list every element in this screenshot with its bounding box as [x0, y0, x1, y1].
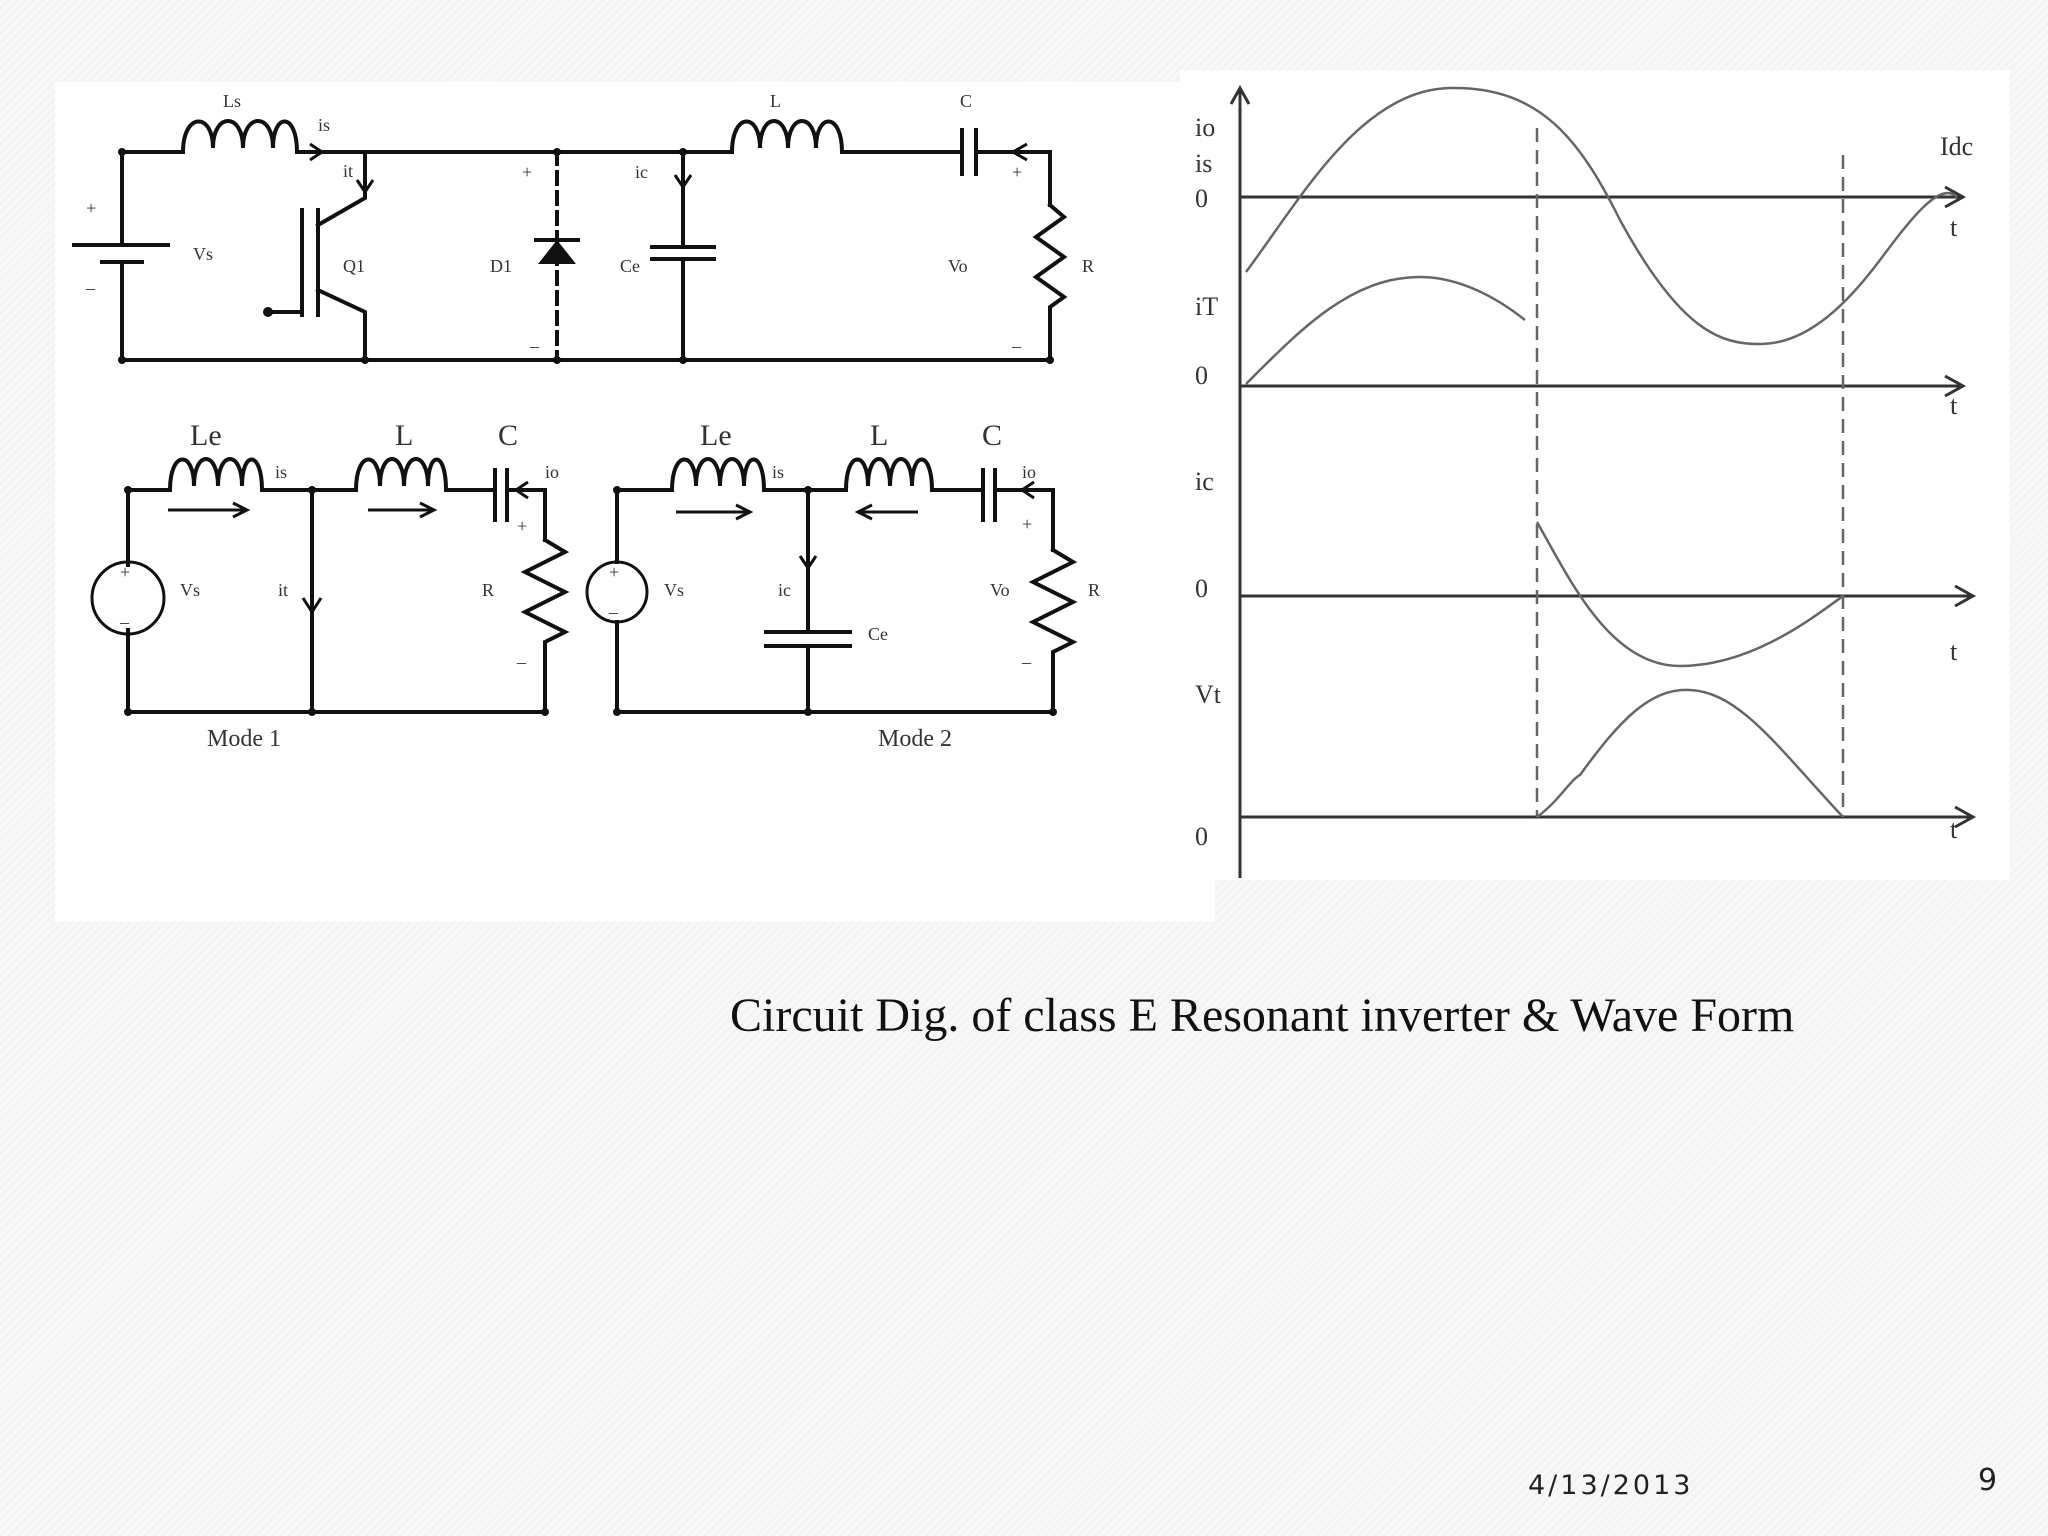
mode2-label-le: Le — [700, 419, 732, 452]
mode2-label-ic: ic — [778, 580, 791, 600]
label-t-3: t — [1950, 637, 1958, 666]
label-zero-vt: 0 — [1195, 822, 1208, 851]
label-t-2: t — [1950, 391, 1958, 420]
mode2-label-r: R — [1088, 580, 1100, 600]
is-arrow — [295, 142, 325, 162]
it-waveform — [1245, 275, 1526, 385]
capacitor-c — [960, 128, 978, 176]
label-it: it — [343, 161, 353, 181]
label-zero-io: 0 — [1195, 184, 1208, 213]
capacitor-ce — [650, 150, 716, 362]
label-minus-diode: – — [529, 336, 540, 356]
label-ic: ic — [1195, 467, 1214, 496]
slide-caption: Circuit Dig. of class E Resonant inverte… — [730, 989, 1795, 1042]
mode1-resistor-r — [520, 537, 570, 714]
label-vt: Vt — [1195, 680, 1222, 709]
mode1-label-minus: – — [516, 652, 527, 672]
mode2-label-vo: Vo — [990, 580, 1010, 600]
mode1-circuit: + – Le L C is io Vs it R + – Mode 1 — [90, 419, 570, 752]
label-ls: Ls — [223, 91, 241, 111]
io-is-waveform — [1244, 86, 1958, 346]
mode1-capacitor-c — [493, 468, 509, 522]
circuit-diagram: Ls is it ic L C Vs Q1 D1 Ce Vo R + – + –… — [72, 91, 1100, 752]
label-ce: Ce — [620, 256, 640, 276]
label-t-1: t — [1950, 213, 1958, 242]
label-t-4: t — [1950, 815, 1958, 844]
label-l: L — [770, 91, 781, 111]
transistor-q1 — [263, 150, 375, 362]
mode2-label-c: C — [982, 419, 1002, 452]
label-plus-load: + — [1012, 162, 1022, 182]
io-arrow — [1009, 142, 1040, 162]
circuit-diagram-panel: Ls is it ic L C Vs Q1 D1 Ce Vo R + – + –… — [55, 82, 1215, 922]
label-ic: ic — [635, 162, 648, 182]
label-idc: Idc — [1940, 132, 1973, 161]
page-number: 9 — [1978, 1463, 1998, 1498]
waveform-panel: io is 0 Idc t iT 0 t ic 0 t Vt 0 t — [1180, 70, 2010, 880]
mode1-minus-source: – — [119, 612, 130, 632]
mode1-plus-source: + — [120, 562, 130, 582]
label-is: is — [318, 115, 330, 135]
mode2-circuit: + – Le L C is io Vs ic Ce Vo R + – Mode … — [585, 419, 1100, 752]
mode2-label-l: L — [870, 419, 888, 452]
label-plus-source: + — [86, 198, 96, 218]
mode2-caption: Mode 2 — [878, 726, 952, 752]
mode1-inductor-l — [353, 457, 449, 493]
label-vs: Vs — [193, 244, 213, 264]
label-zero-ic: 0 — [1195, 574, 1208, 603]
mode1-label-it: it — [278, 580, 288, 600]
mode2-label-minus: – — [1021, 652, 1032, 672]
label-minus-load: – — [1011, 336, 1022, 356]
mode2-label-vs: Vs — [664, 580, 684, 600]
inductor-l — [729, 119, 845, 155]
mode2-inductor-l — [843, 457, 935, 493]
mode2-capacitor-ce — [764, 630, 852, 648]
mode1-voltage-source — [90, 560, 166, 636]
mode1-label-l: L — [395, 419, 413, 452]
mode1-label-vs: Vs — [180, 580, 200, 600]
mode2-plus-source: + — [609, 562, 619, 582]
mode2-voltage-source — [585, 560, 649, 624]
resistor-r — [1032, 202, 1068, 362]
label-r: R — [1082, 256, 1094, 276]
label-io: io — [1195, 113, 1215, 142]
mode1-label-plus: + — [517, 516, 527, 536]
label-vo: Vo — [948, 256, 968, 276]
label-q1: Q1 — [343, 256, 365, 276]
ic-waveform — [1535, 521, 1844, 668]
mode1-label-c: C — [498, 419, 518, 452]
waveform-diagram: io is 0 Idc t iT 0 t ic 0 t Vt 0 t — [1195, 84, 1977, 878]
label-it: iT — [1195, 292, 1218, 321]
footer-date: 4/13/2013 — [1528, 1470, 1694, 1501]
mode2-label-io: io — [1022, 462, 1036, 482]
label-zero-it: 0 — [1195, 361, 1208, 390]
inductor-ls — [180, 119, 300, 155]
mode2-inductor-le — [669, 457, 767, 493]
mode2-minus-source: – — [608, 602, 619, 622]
mode2-label-ce: Ce — [868, 624, 888, 644]
mode2-resistor-r — [1028, 547, 1078, 714]
main-circuit: Ls is it ic L C Vs Q1 D1 Ce Vo R + – + –… — [72, 91, 1094, 364]
mode2-label-plus: + — [1022, 514, 1032, 534]
diode-d1 — [534, 150, 580, 362]
vt-waveform — [1536, 688, 1844, 819]
mode2-capacitor-c — [981, 468, 997, 522]
label-c: C — [960, 91, 972, 111]
label-d1: D1 — [490, 256, 512, 276]
mode2-label-is: is — [772, 462, 784, 482]
mode1-label-le: Le — [190, 419, 222, 452]
mode1-label-is: is — [275, 462, 287, 482]
label-minus-source: – — [85, 278, 96, 298]
mode1-caption: Mode 1 — [207, 726, 281, 752]
label-is: is — [1195, 149, 1212, 178]
label-plus-diode: + — [522, 162, 532, 182]
mode1-label-r: R — [482, 580, 494, 600]
mode1-label-io: io — [545, 462, 559, 482]
mode1-inductor-le — [167, 457, 265, 493]
